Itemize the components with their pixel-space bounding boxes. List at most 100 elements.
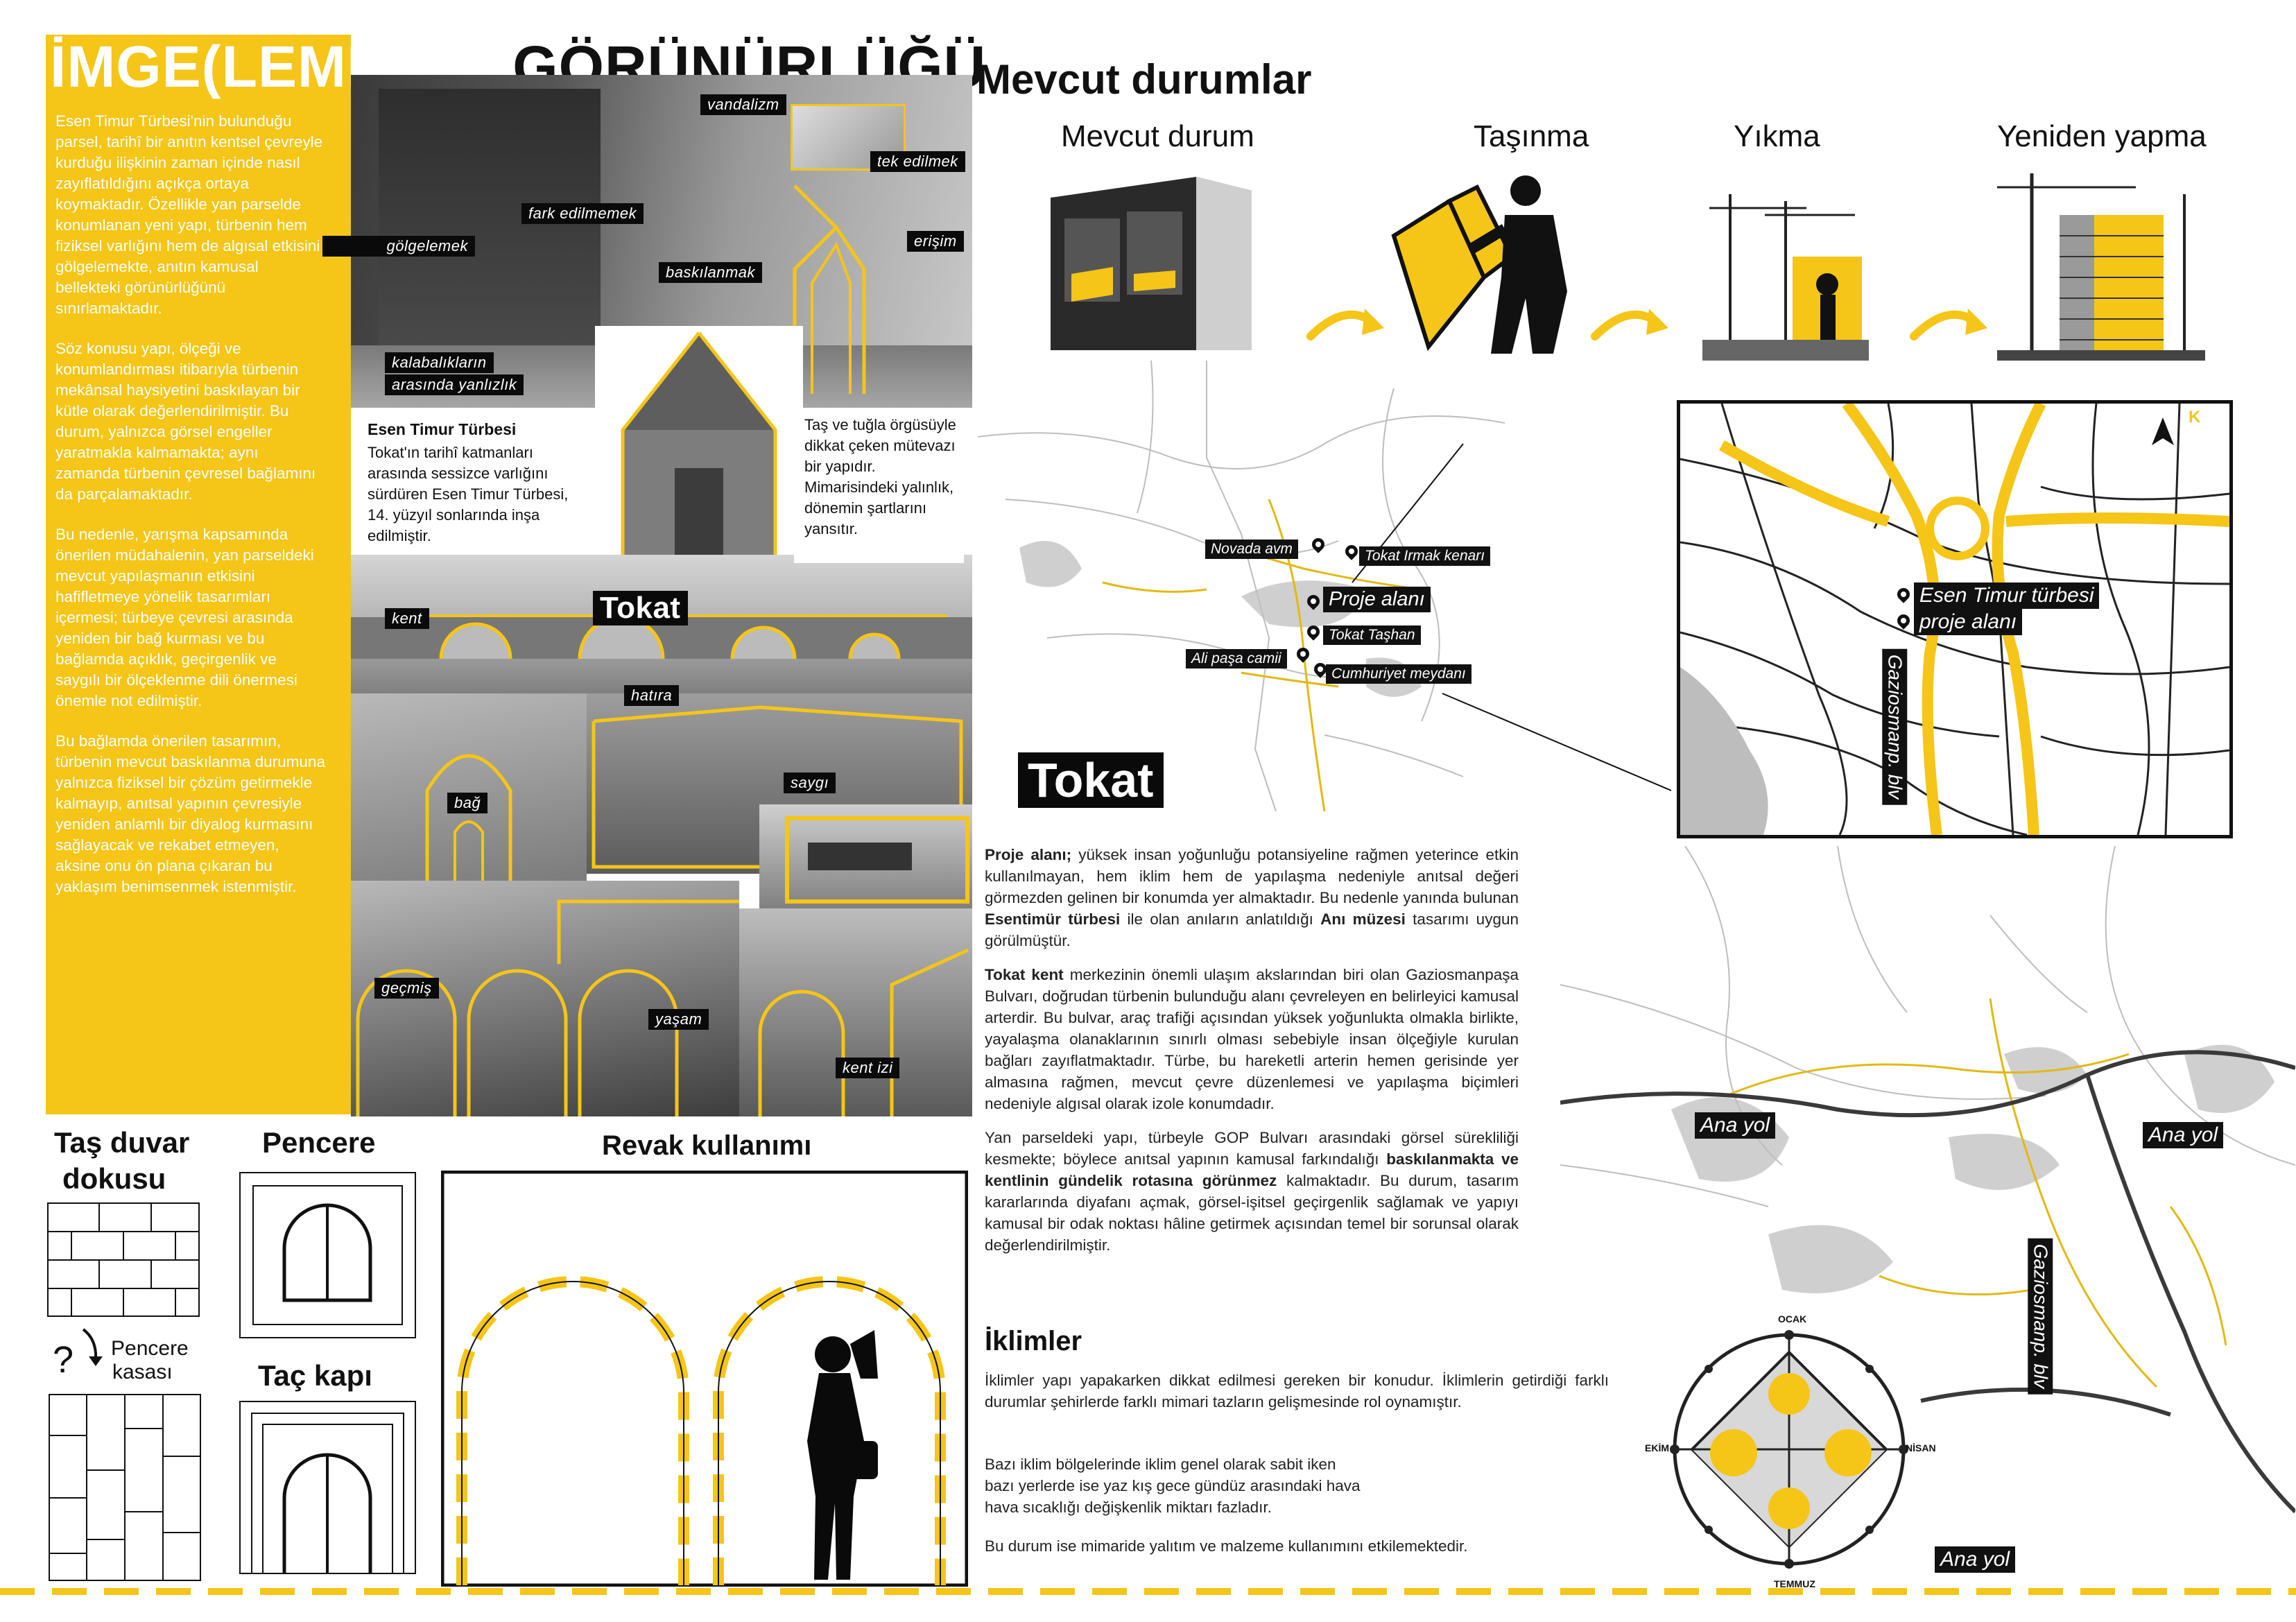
stone-wall-title-1: Taş duvar (54, 1126, 190, 1159)
stone-wall-title-2: dokusu (62, 1162, 166, 1195)
intro-paragraph-4: Bu bağlamda önerilen tasarımın, türbenin… (55, 732, 325, 895)
city-name-label: Tokat (1018, 752, 1164, 808)
project-paragraph-1: Proje alanı; yüksek insan yoğunluğu pota… (985, 846, 1519, 949)
zoom-label-turbe: Esen Timur türbesi (1914, 583, 2100, 609)
step-label-rebuild: Yeniden yapma (1997, 119, 2207, 153)
tomb-caption-title: Esen Timur Türbesi (368, 420, 517, 438)
question-mark: ? (53, 1339, 74, 1381)
climate-paragraph-1: İklimler yapı yapakarken dikkat edilmesi… (985, 1372, 1609, 1410)
tag-bag: bağ (447, 793, 488, 813)
arcade-outline (356, 899, 739, 1116)
project-paragraph-3: Yan parseldeki yapı, türbeyle GOP Bulvar… (985, 1129, 1519, 1254)
tag-tokat: Tokat (593, 591, 688, 625)
current-states-heading: Mevcut durumlar (976, 56, 1312, 103)
bigmap-label-anayol-1: Ana yol (1695, 1112, 1776, 1139)
tag-kent-izi: kent izi (836, 1058, 900, 1078)
street-life-photo (739, 908, 972, 1116)
bridge-arches (351, 614, 972, 659)
frame-label-2: kasası (112, 1361, 173, 1383)
demolish-crane-illustration (1702, 194, 1869, 361)
step-label-current: Mevcut durum (1061, 119, 1254, 153)
tag-baskilanmak: baskılanmak (659, 262, 763, 283)
month-right: NİSAN (1906, 1442, 1936, 1453)
window-title: Pencere (262, 1126, 376, 1159)
brick-grid-pattern (49, 1394, 201, 1581)
arcade-title: Revak kullanımı (602, 1130, 812, 1161)
tag-hatira: hatıra (624, 685, 680, 706)
arrow-1-icon (1306, 309, 1384, 340)
tomb-caption-body: Tokat'ın tarihî katmanları arasında sess… (368, 444, 569, 544)
tag-gecmis: geçmiş (374, 978, 439, 999)
climate-paragraph-2: Bazı iklim bölgelerinde iklim genel olar… (985, 1456, 1336, 1473)
window-building-photo (759, 804, 972, 908)
stone-building-outline (592, 705, 963, 869)
street-building-facade (379, 89, 601, 380)
map-label-alipasa: Ali paşa camii (1186, 649, 1287, 668)
step-label-demolish: Yıkma (1734, 119, 1820, 153)
climate-paragraph-4: hava sıcaklığı değişkenlik miktarı fazla… (985, 1499, 1272, 1516)
stone-caption-box (794, 411, 964, 563)
city-map (978, 361, 1671, 811)
zoom-street-label: Gaziosmanp. blv (1882, 648, 1908, 805)
portal-drawing (239, 1401, 416, 1574)
north-label: K (2189, 408, 2201, 426)
tomb-drawing (621, 331, 777, 562)
arrow-2-icon (1591, 309, 1668, 340)
bigmap-street-label: Gaziosmanp. blv (2028, 1238, 2053, 1395)
tag-yasam: yaşam (648, 1009, 709, 1030)
climate-wheel (1670, 1330, 1908, 1569)
tomb-photo (595, 326, 803, 562)
intro-paragraph-2: Söz konusu yapı, ölçeği ve konumlandırma… (55, 340, 316, 503)
intro-panel (46, 43, 351, 1114)
step-label-moving: Taşınma (1474, 119, 1589, 153)
arcade-interior-photo (351, 881, 739, 1116)
climate-paragraph-5: Bu durum ise mimaride yalıtım ve malzeme… (985, 1537, 1468, 1555)
map-label-irmak: Tokat Irmak kenarı (1359, 546, 1491, 566)
project-text: Proje alanı; yüksek insan yoğunluğu pota… (985, 844, 1519, 1256)
bigmap-label-anayol-3: Ana yol (1935, 1546, 2016, 1573)
regional-map (1560, 846, 2295, 1514)
map-label-novada: Novada avm (1205, 540, 1298, 559)
window-outline (785, 816, 969, 904)
month-top: OCAK (1778, 1313, 1807, 1325)
zoom-label-proje: proje alanı (1914, 609, 2023, 635)
tag-fark-edilmemek: fark edilmemek (521, 203, 644, 224)
frame-arrow-icon (82, 1328, 103, 1366)
bottom-dashed-line (0, 1588, 2296, 1595)
tag-kalabalik-1: kalabalıkların (385, 352, 494, 373)
arcade-drawing (441, 1171, 968, 1587)
climate-heading: İklimler (985, 1326, 1082, 1356)
stone-wall-pattern (47, 1202, 200, 1317)
bigmap-label-anayol-2: Ana yol (2143, 1122, 2224, 1148)
portal-title: Taç kapı (258, 1359, 372, 1392)
tomb-caption-box (361, 415, 582, 553)
map-label-cumhuriyet: Cumhuriyet meydanı (1326, 664, 1471, 684)
tag-kent: kent (385, 608, 429, 629)
current-building-illustration (1051, 177, 1252, 350)
window-drawing (239, 1172, 416, 1338)
rebuild-illustration (1997, 173, 2205, 361)
tag-erisim: erişim (907, 231, 964, 252)
frame-label-1: Pencere (111, 1337, 189, 1360)
month-left: EKİM (1645, 1442, 1669, 1453)
person-silhouette (807, 1330, 878, 1580)
intro-paragraph-3: Bu nedenle, yarışma kapsamında önerilen … (55, 526, 314, 709)
tag-saygi: saygı (784, 773, 836, 793)
title-band (46, 35, 351, 101)
tag-kalabalik-2: arasında yanlızlık (385, 374, 524, 395)
climate-paragraph-3: bazı yerlerde ise yaz kış gece gündüz ar… (985, 1477, 1361, 1494)
arrow-3-icon (1910, 309, 1987, 340)
stone-caption: Taş ve tuğla örgüsüyle dikkat çeken müte… (804, 416, 956, 537)
street-yellow-outline (793, 184, 866, 394)
zoom-map (1677, 400, 2233, 838)
project-paragraph-2: Tokat kent merkezinin önemli ulaşım aksl… (985, 966, 1519, 1112)
intro-paragraph-1: Esen Timur Türbesi'nin bulunduğu parsel,… (55, 112, 323, 317)
month-bottom: TEMMUZ (1774, 1578, 1815, 1589)
moving-worker-illustration (1391, 175, 1567, 354)
gate-outline (425, 754, 512, 1110)
intro-text: Esen Timur Türbesi'nin bulunduğu parsel,… (55, 111, 326, 897)
tag-vandalizm: vandalizm (700, 94, 786, 115)
map-label-tashan: Tokat Taşhan (1323, 625, 1421, 645)
tag-golgelemek: gölgelemek (322, 236, 475, 257)
street-life-outline (758, 948, 969, 1116)
